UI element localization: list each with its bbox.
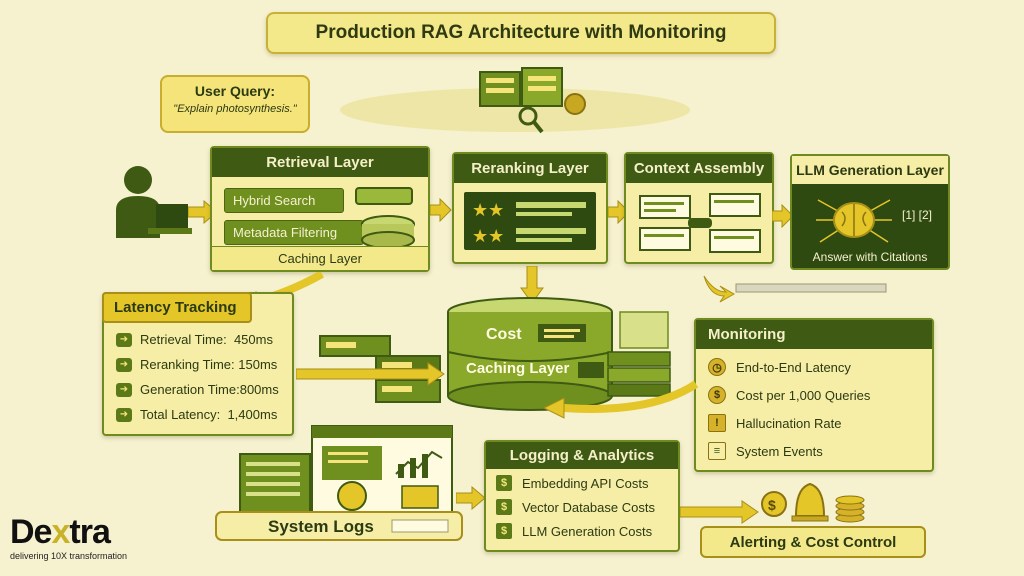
llm-generation-title: LLM Generation Layer	[792, 156, 948, 184]
latency-label: Retrieval Time:	[140, 332, 227, 347]
user-query-text: "Explain photosynthesis."	[173, 103, 297, 115]
user-query-bubble: User Query: "Explain photosynthesis."	[160, 75, 310, 133]
system-logs-illustration	[215, 425, 463, 541]
arrow-right-icon: ➜	[116, 332, 132, 347]
caching-layer-label: Caching Layer	[466, 360, 570, 377]
dollar-coin-icon: $	[708, 386, 726, 404]
llm-generation-panel: LLM Generation Layer [1] [2] Answer with…	[790, 154, 950, 270]
cost-label: LLM Generation Costs	[522, 523, 653, 539]
cost-caching-database-icon	[447, 297, 613, 411]
cost-row: $ LLM Generation Costs	[496, 519, 668, 543]
answer-with-citations-label: Answer with Citations	[812, 250, 928, 264]
arrow-logs-to-analytics	[456, 486, 486, 510]
monitoring-label: Cost per 1,000 Queries	[736, 387, 871, 403]
user-at-laptop-icon	[116, 166, 192, 238]
svg-text:★★: ★★	[472, 200, 504, 220]
cost-label: Cost	[486, 326, 522, 343]
latency-tracking-panel: Latency Tracking ➜Retrieval Time: 450ms …	[102, 292, 294, 436]
svg-text:★★: ★★	[472, 226, 504, 246]
logging-analytics-panel: Logging & Analytics $ Embedding API Costs…	[484, 440, 680, 552]
latency-row: ➜ Retrieval Time: 450ms	[116, 327, 280, 352]
latency-value: 150ms	[238, 357, 278, 372]
citation-markers: [1] [2]	[902, 208, 933, 222]
latency-value: 800ms	[239, 382, 279, 397]
reranking-layer-title: Reranking Layer	[454, 154, 606, 183]
latency-value: 450ms	[233, 332, 273, 347]
document-stack-icon	[607, 311, 671, 397]
diagram-title: Production RAG Architecture with Monitor…	[266, 12, 776, 54]
ranked-stars-icon: ★★ ★★	[464, 192, 596, 250]
monitoring-row: ! Hallucination Rate	[708, 409, 920, 437]
arrow-right-icon: ➜	[116, 407, 132, 422]
latency-label: Generation Time:	[140, 382, 240, 397]
dextra-logo-wordmark: Dextra	[10, 515, 170, 549]
arrow-to-cost-caching	[296, 362, 445, 386]
system-logs-label: System Logs	[268, 517, 374, 536]
monitoring-row: ◷ End-to-End Latency	[708, 353, 920, 381]
dollar-icon: $	[496, 499, 512, 515]
reranking-layer-panel: Reranking Layer ★★ ★★	[452, 152, 608, 264]
arrow-reranking-to-cost	[520, 266, 544, 304]
monitoring-row: ≡ System Events	[708, 437, 920, 465]
arrow-context-to-llm	[772, 204, 794, 228]
dextra-logo: Dextra delivering 10X transformation	[10, 515, 170, 561]
top-servers-illustration	[340, 67, 690, 134]
latency-row: ➜ Total Latency: 1,400ms	[116, 402, 280, 427]
logo-text-start: De	[10, 513, 52, 551]
latency-row: ➜ Reranking Time: 150ms	[116, 352, 280, 377]
monitoring-label: End-to-End Latency	[736, 359, 851, 375]
context-assembly-title: Context Assembly	[626, 154, 772, 183]
cost-label: Vector Database Costs	[522, 499, 655, 515]
context-assembly-panel: Context Assembly	[624, 152, 774, 264]
events-list-icon: ≡	[708, 442, 726, 460]
cost-label: Embedding API Costs	[522, 475, 649, 491]
dollar-icon: $	[496, 475, 512, 491]
dextra-tagline: delivering 10X transformation	[10, 551, 128, 561]
latency-label: Reranking Time:	[140, 357, 235, 372]
dollar-icon: $	[496, 523, 512, 539]
arrow-analytics-to-alerting	[680, 500, 759, 524]
alerting-cost-control-box: Alerting & Cost Control	[700, 526, 926, 558]
hybrid-search-chip: Hybrid Search	[224, 188, 344, 213]
user-query-heading: User Query:	[194, 83, 276, 99]
logo-text-end: tra	[69, 513, 110, 551]
database-stack-icon	[355, 187, 415, 249]
arrow-right-icon: ➜	[116, 357, 132, 372]
cost-row: $ Vector Database Costs	[496, 495, 668, 519]
logging-analytics-title: Logging & Analytics	[486, 442, 678, 469]
answer-output-arrow	[703, 275, 887, 303]
latency-tracking-title: Latency Tracking	[102, 292, 252, 323]
latency-label: Total Latency:	[140, 407, 221, 422]
retrieval-layer-title: Retrieval Layer	[212, 148, 428, 177]
monitoring-label: System Events	[736, 443, 823, 459]
latency-row: ➜ Generation Time:800ms	[116, 377, 280, 402]
document-chain-icon	[639, 193, 761, 253]
retrieval-layer-panel: Retrieval Layer Hybrid Search Metadata F…	[210, 146, 430, 272]
brain-icon	[816, 199, 892, 243]
logo-text-x: x	[51, 513, 70, 551]
arrow-reranking-to-context	[608, 200, 630, 224]
bell-coins-icon: $	[761, 482, 865, 523]
monitoring-panel: Monitoring ◷ End-to-End Latency $ Cost per…	[694, 318, 934, 472]
arrow-right-icon: ➜	[116, 382, 132, 397]
clock-icon: ◷	[708, 358, 726, 376]
metadata-filtering-chip: Metadata Filtering	[224, 220, 364, 245]
retrieval-caching-layer-label: Caching Layer	[212, 246, 428, 270]
arrow-monitoring-to-caching	[542, 380, 699, 419]
monitoring-row: $ Cost per 1,000 Queries	[708, 381, 920, 409]
monitoring-label: Hallucination Rate	[736, 415, 842, 431]
cost-row: $ Embedding API Costs	[496, 471, 668, 495]
latency-value: 1,400ms	[227, 407, 278, 422]
warning-icon: !	[708, 414, 726, 432]
monitoring-title: Monitoring	[696, 320, 932, 349]
svg-text:$: $	[768, 497, 776, 513]
arrow-retrieval-to-reranking	[430, 198, 452, 222]
